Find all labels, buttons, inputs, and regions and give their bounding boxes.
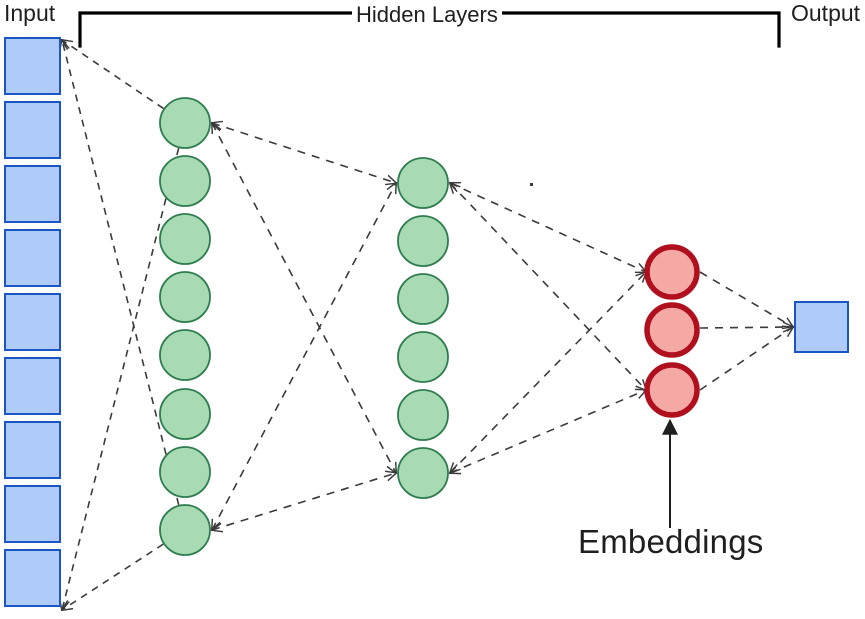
hidden-node[interactable] [397, 389, 449, 441]
edge-h2-0-emb-0 [450, 183, 646, 272]
input-node[interactable] [4, 421, 61, 479]
hidden-node[interactable] [397, 331, 449, 383]
input-node[interactable] [4, 293, 61, 351]
stray-mark [530, 183, 533, 186]
edge-emb-2-output [699, 327, 793, 391]
edge-input8-hidden1-7 [62, 529, 186, 610]
embedding-node[interactable] [644, 302, 700, 358]
hidden-node[interactable] [397, 157, 449, 209]
output-label: Output [791, 0, 861, 26]
hidden-layers-label: Hidden Layers [352, 4, 502, 26]
hidden-node[interactable] [159, 329, 211, 381]
input-node[interactable] [4, 229, 61, 287]
hidden-node[interactable] [159, 97, 211, 149]
hidden-node[interactable] [159, 504, 211, 556]
input-node[interactable] [4, 549, 61, 607]
output-node[interactable] [794, 301, 849, 353]
input-node[interactable] [4, 357, 61, 415]
embeddings-layer [644, 244, 700, 418]
input-label: Input [4, 0, 56, 26]
edge-input8-hidden1-0 [62, 122, 186, 610]
hidden-node[interactable] [159, 213, 211, 265]
hidden-node[interactable] [397, 447, 449, 499]
edge-h1-7-h2-0 [212, 183, 396, 530]
edge-input0-hidden1-0 [62, 40, 186, 124]
embedding-node[interactable] [644, 244, 700, 300]
hidden-node[interactable] [397, 273, 449, 325]
hidden-node[interactable] [397, 215, 449, 267]
embedding-node[interactable] [644, 362, 700, 418]
edges-input-to-hidden1 [62, 40, 186, 610]
edges-hidden2-to-embeddings [450, 183, 646, 473]
edge-h1-0-h2-0 [212, 123, 396, 183]
edges-hidden1-to-hidden2 [212, 123, 396, 530]
output-layer [794, 301, 849, 353]
hidden-layer-1 [159, 97, 211, 556]
input-node[interactable] [4, 165, 61, 223]
edge-h2-5-emb-2 [450, 390, 646, 473]
edge-input0-hidden1-7 [62, 40, 186, 531]
hidden-layer-2 [397, 157, 449, 499]
edge-h1-7-h2-5 [212, 473, 396, 530]
edges-embeddings-to-output [699, 271, 793, 391]
input-node[interactable] [4, 101, 61, 159]
edge-h2-5-emb-0 [450, 272, 646, 473]
edge-emb-0-output [699, 271, 793, 327]
embeddings-label: Embeddings [578, 523, 764, 560]
edge-h1-0-h2-5 [212, 123, 396, 473]
input-node[interactable] [4, 37, 61, 95]
edge-emb-1-output [699, 327, 793, 328]
hidden-node[interactable] [159, 271, 211, 323]
input-layer [4, 37, 61, 607]
hidden-node[interactable] [159, 446, 211, 498]
input-node[interactable] [4, 485, 61, 543]
edge-h2-0-emb-2 [450, 183, 646, 390]
hidden-node[interactable] [159, 155, 211, 207]
hidden-node[interactable] [159, 388, 211, 440]
